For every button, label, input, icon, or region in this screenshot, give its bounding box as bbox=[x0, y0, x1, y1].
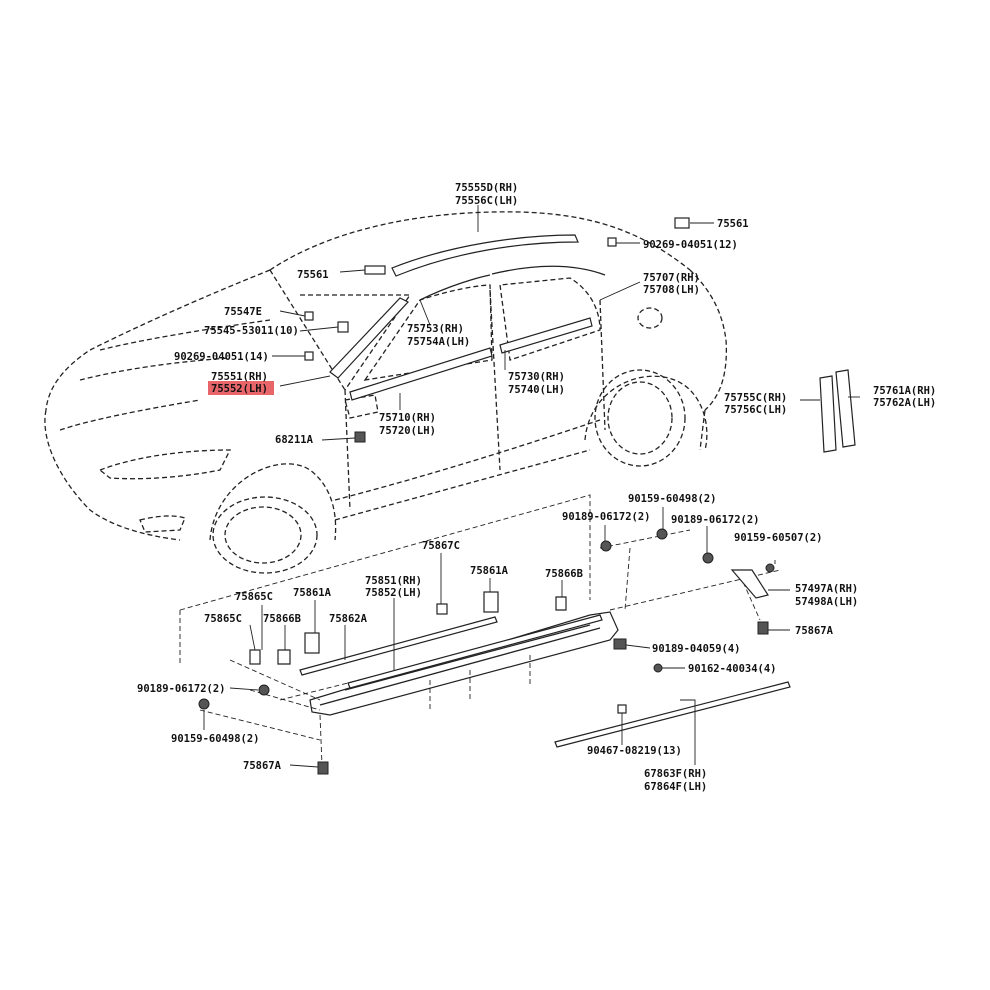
clip-90189-04059 bbox=[613, 638, 627, 650]
bolt-90189-06172-a bbox=[600, 540, 612, 552]
clip-75867c bbox=[436, 603, 448, 615]
label-90159-60498-bot: 90159-60498(2) bbox=[171, 733, 260, 745]
leader-lines bbox=[203, 205, 860, 768]
label-75708: 75708(LH) bbox=[643, 284, 700, 296]
clip-75865c bbox=[249, 649, 261, 665]
label-90189-06172-a: 90189-06172(2) bbox=[562, 511, 651, 523]
lower-strip-67863f bbox=[554, 681, 791, 748]
label-75761a: 75761A(RH) bbox=[873, 385, 936, 397]
clip-75867a-left bbox=[317, 761, 329, 775]
label-75710: 75710(RH) bbox=[379, 412, 436, 424]
rocker-moulding-75851 bbox=[347, 614, 603, 689]
belt-moulding-rear bbox=[499, 317, 593, 354]
clip-75545 bbox=[337, 321, 349, 333]
label-75862a: 75862A bbox=[329, 613, 368, 625]
label-75707: 75707(RH) bbox=[643, 272, 700, 284]
bolt-90189-06172-c bbox=[258, 684, 270, 696]
label-75867a-right: 75867A bbox=[795, 625, 834, 637]
belt-moulding-front bbox=[349, 347, 493, 401]
label-75552: 75552(LH) bbox=[211, 383, 268, 395]
label-90159-60507: 90159-60507(2) bbox=[734, 532, 823, 544]
label-75851: 75851(RH) bbox=[365, 575, 422, 587]
label-75866b-right: 75866B bbox=[545, 568, 583, 580]
label-90189-06172-c: 90189-06172(2) bbox=[137, 683, 226, 695]
clip-75561-left bbox=[364, 265, 386, 275]
label-57498a: 57498A(LH) bbox=[795, 596, 858, 608]
clip-90269-14 bbox=[304, 351, 314, 361]
label-90159-60498-top: 90159-60498(2) bbox=[628, 493, 717, 505]
quarter-garnish bbox=[819, 369, 856, 453]
bracket-57497a bbox=[730, 569, 769, 599]
bolt-90159-60498-bot bbox=[198, 698, 210, 710]
label-75867a-left: 75867A bbox=[243, 760, 282, 772]
label-75551: 75551(RH) bbox=[211, 371, 268, 383]
clip-75866b-right bbox=[555, 596, 567, 611]
car-body-outline bbox=[44, 211, 728, 574]
clip-75866b-left bbox=[277, 649, 291, 665]
label-67864f: 67864F(LH) bbox=[644, 781, 707, 793]
label-75867c: 75867C bbox=[422, 540, 460, 552]
label-75753: 75753(RH) bbox=[407, 323, 464, 335]
label-75865c-b: 75865C bbox=[204, 613, 242, 625]
bolt-90159-60498-top bbox=[656, 528, 668, 540]
label-75754a: 75754A(LH) bbox=[407, 336, 470, 348]
label-75545: 75545-53011(10) bbox=[204, 325, 299, 337]
clip-90269-12 bbox=[607, 237, 617, 247]
label-90467: 90467-08219(13) bbox=[587, 745, 682, 757]
label-90269-14: 90269-04051(14) bbox=[174, 351, 269, 363]
label-75730: 75730(RH) bbox=[508, 371, 565, 383]
label-75740: 75740(LH) bbox=[508, 384, 565, 396]
label-90162-40034: 90162-40034(4) bbox=[688, 663, 777, 675]
label-75861a-mid: 75861A bbox=[470, 565, 509, 577]
highlight-box bbox=[208, 381, 274, 395]
label-75852: 75852(LH) bbox=[365, 587, 422, 599]
clip-75867a-right bbox=[757, 621, 769, 635]
clip-75561-top bbox=[674, 217, 690, 229]
label-75756c: 75756C(LH) bbox=[724, 404, 787, 416]
label-75720: 75720(LH) bbox=[379, 425, 436, 437]
label-75861a-left: 75861A bbox=[293, 587, 332, 599]
clip-75861a-left bbox=[304, 632, 320, 654]
clip-68211a bbox=[354, 431, 366, 443]
label-75755c: 75755C(RH) bbox=[724, 392, 787, 404]
label-75762a: 75762A(LH) bbox=[873, 397, 936, 409]
bolt-90189-06172-b bbox=[702, 552, 714, 564]
label-90189-06172-b: 90189-06172(2) bbox=[671, 514, 760, 526]
part-labels: 75555D(RH) 75556C(LH) 75561 90269-04051(… bbox=[137, 182, 936, 793]
label-90189-04059: 90189-04059(4) bbox=[652, 643, 741, 655]
label-75865c-a: 75865C bbox=[235, 591, 273, 603]
clip-75547e bbox=[304, 311, 314, 321]
label-57497a: 57497A(RH) bbox=[795, 583, 858, 595]
clip-75861a-mid bbox=[483, 591, 499, 613]
label-75561-top: 75561 bbox=[717, 218, 749, 230]
label-75561-left: 75561 bbox=[297, 269, 329, 281]
screw-90162-40034 bbox=[653, 663, 663, 673]
label-75556c: 75556C(LH) bbox=[455, 195, 518, 207]
rocker-panel bbox=[309, 611, 619, 716]
rocker-strip-75862a bbox=[299, 616, 498, 676]
label-75866b-left: 75866B bbox=[263, 613, 301, 625]
rocker-assembly-dashlines bbox=[179, 494, 781, 766]
roof-moulding bbox=[391, 234, 579, 277]
windshield-moulding bbox=[329, 297, 409, 379]
upper-door-frame bbox=[419, 265, 606, 301]
label-75555d: 75555D(RH) bbox=[455, 182, 518, 194]
label-67863f: 67863F(RH) bbox=[644, 768, 707, 780]
bolt-90159-60507 bbox=[765, 563, 775, 573]
label-90269-12: 90269-04051(12) bbox=[643, 239, 738, 251]
clip-90467 bbox=[617, 704, 627, 714]
label-68211a: 68211A bbox=[275, 434, 314, 446]
label-75547e: 75547E bbox=[224, 306, 262, 318]
